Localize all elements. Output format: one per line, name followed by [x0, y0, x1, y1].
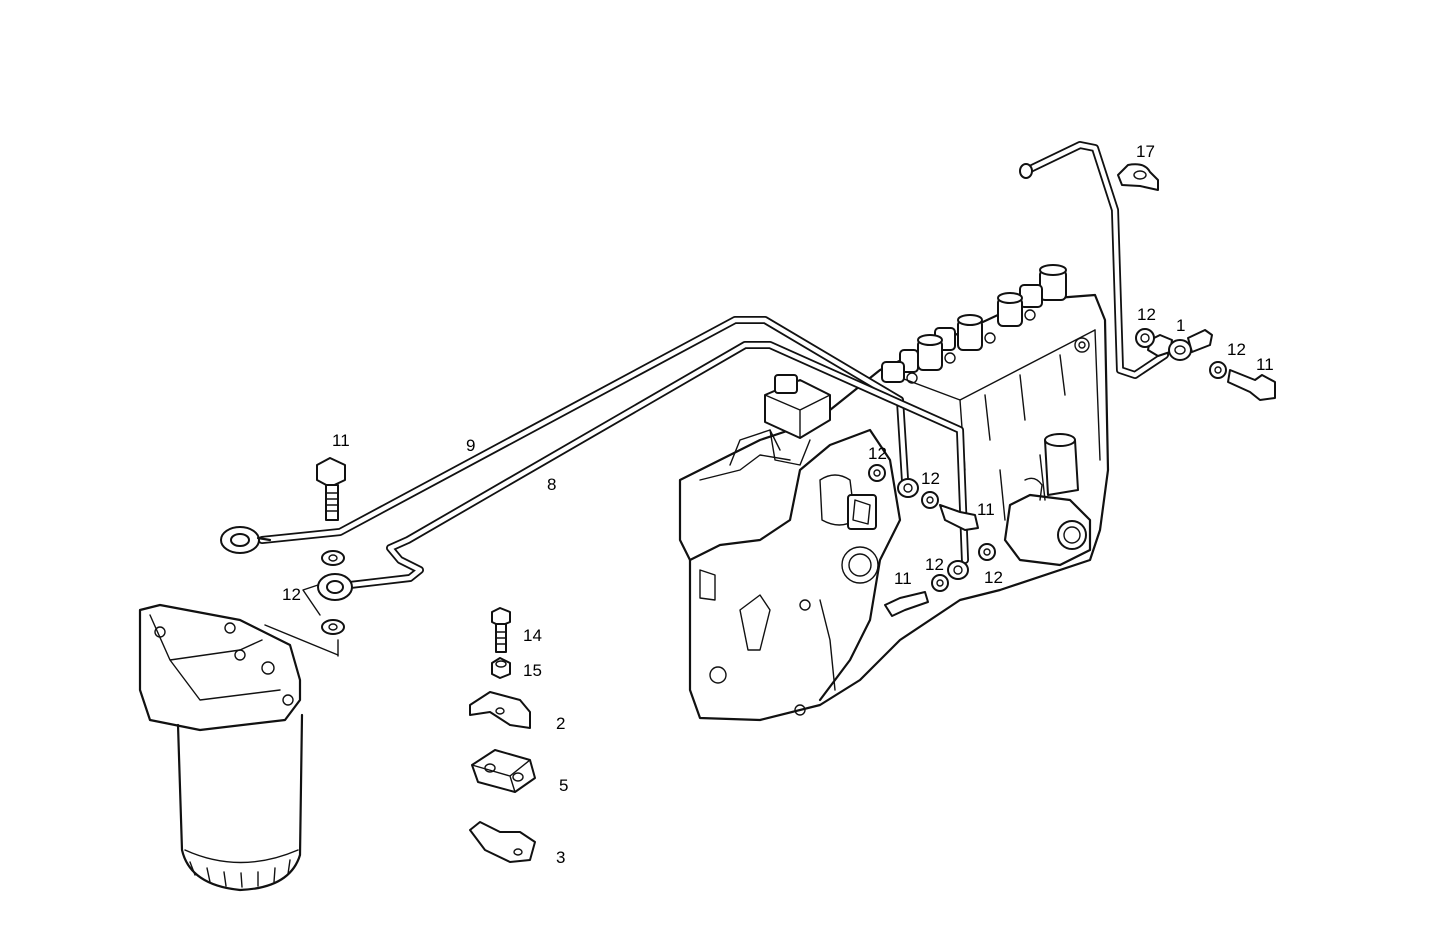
- nut-15: [491, 657, 511, 679]
- label-3: 3: [556, 848, 565, 867]
- label-17: 17: [1136, 142, 1155, 161]
- injection-pump: [678, 264, 1110, 722]
- label-11: 11: [1256, 355, 1274, 374]
- label-15: 15: [523, 661, 542, 680]
- label-5: 5: [559, 776, 568, 795]
- part-labels: 11 9 8 12 14 15 2 5 3 12 12 11 12 12 11 …: [282, 142, 1274, 867]
- label-12: 12: [925, 555, 944, 574]
- fuel-pipe-1: [1019, 141, 1169, 379]
- label-12: 12: [868, 444, 887, 463]
- label-12: 12: [1227, 340, 1246, 359]
- label-12: 12: [1137, 305, 1156, 324]
- label-12: 12: [282, 585, 301, 604]
- clamp-block-5: [471, 749, 536, 793]
- fuel-filter: [138, 603, 304, 892]
- label-12: 12: [921, 469, 940, 488]
- label-11: 11: [894, 569, 912, 588]
- label-1: 1: [1176, 316, 1185, 335]
- label-11: 11: [977, 500, 995, 519]
- bolt-14: [491, 607, 511, 653]
- label-11: 11: [332, 431, 350, 450]
- label-9: 9: [466, 436, 475, 455]
- bracket-2: [469, 691, 531, 729]
- delivery-valve-row: [881, 264, 1090, 384]
- pump-head: [764, 374, 831, 466]
- label-12: 12: [984, 568, 1003, 587]
- banjo-fitting-left: [220, 526, 272, 554]
- label-8: 8: [547, 475, 556, 494]
- label-2: 2: [556, 714, 565, 733]
- label-14: 14: [523, 626, 542, 645]
- banjo-fitting-filter: [264, 550, 353, 657]
- pipe-clamp-17: [1117, 163, 1159, 191]
- feed-pump: [1003, 433, 1092, 567]
- bracket-3: [469, 821, 536, 863]
- hollow-bolt-11-left: [316, 457, 346, 521]
- governor-housing: [688, 428, 902, 716]
- pump-fittings: [868, 328, 1276, 617]
- fuel-pipe-9: [258, 316, 909, 544]
- fuel-pipe-8: [346, 341, 969, 589]
